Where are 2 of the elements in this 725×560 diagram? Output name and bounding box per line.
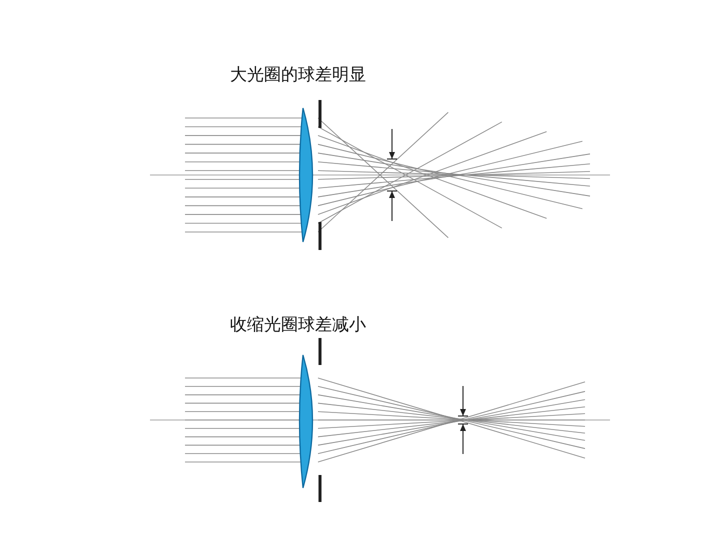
heading-text: 收缩光圈球差减小: [230, 314, 366, 336]
heading-text: 大光圈的球差明显: [230, 64, 366, 86]
